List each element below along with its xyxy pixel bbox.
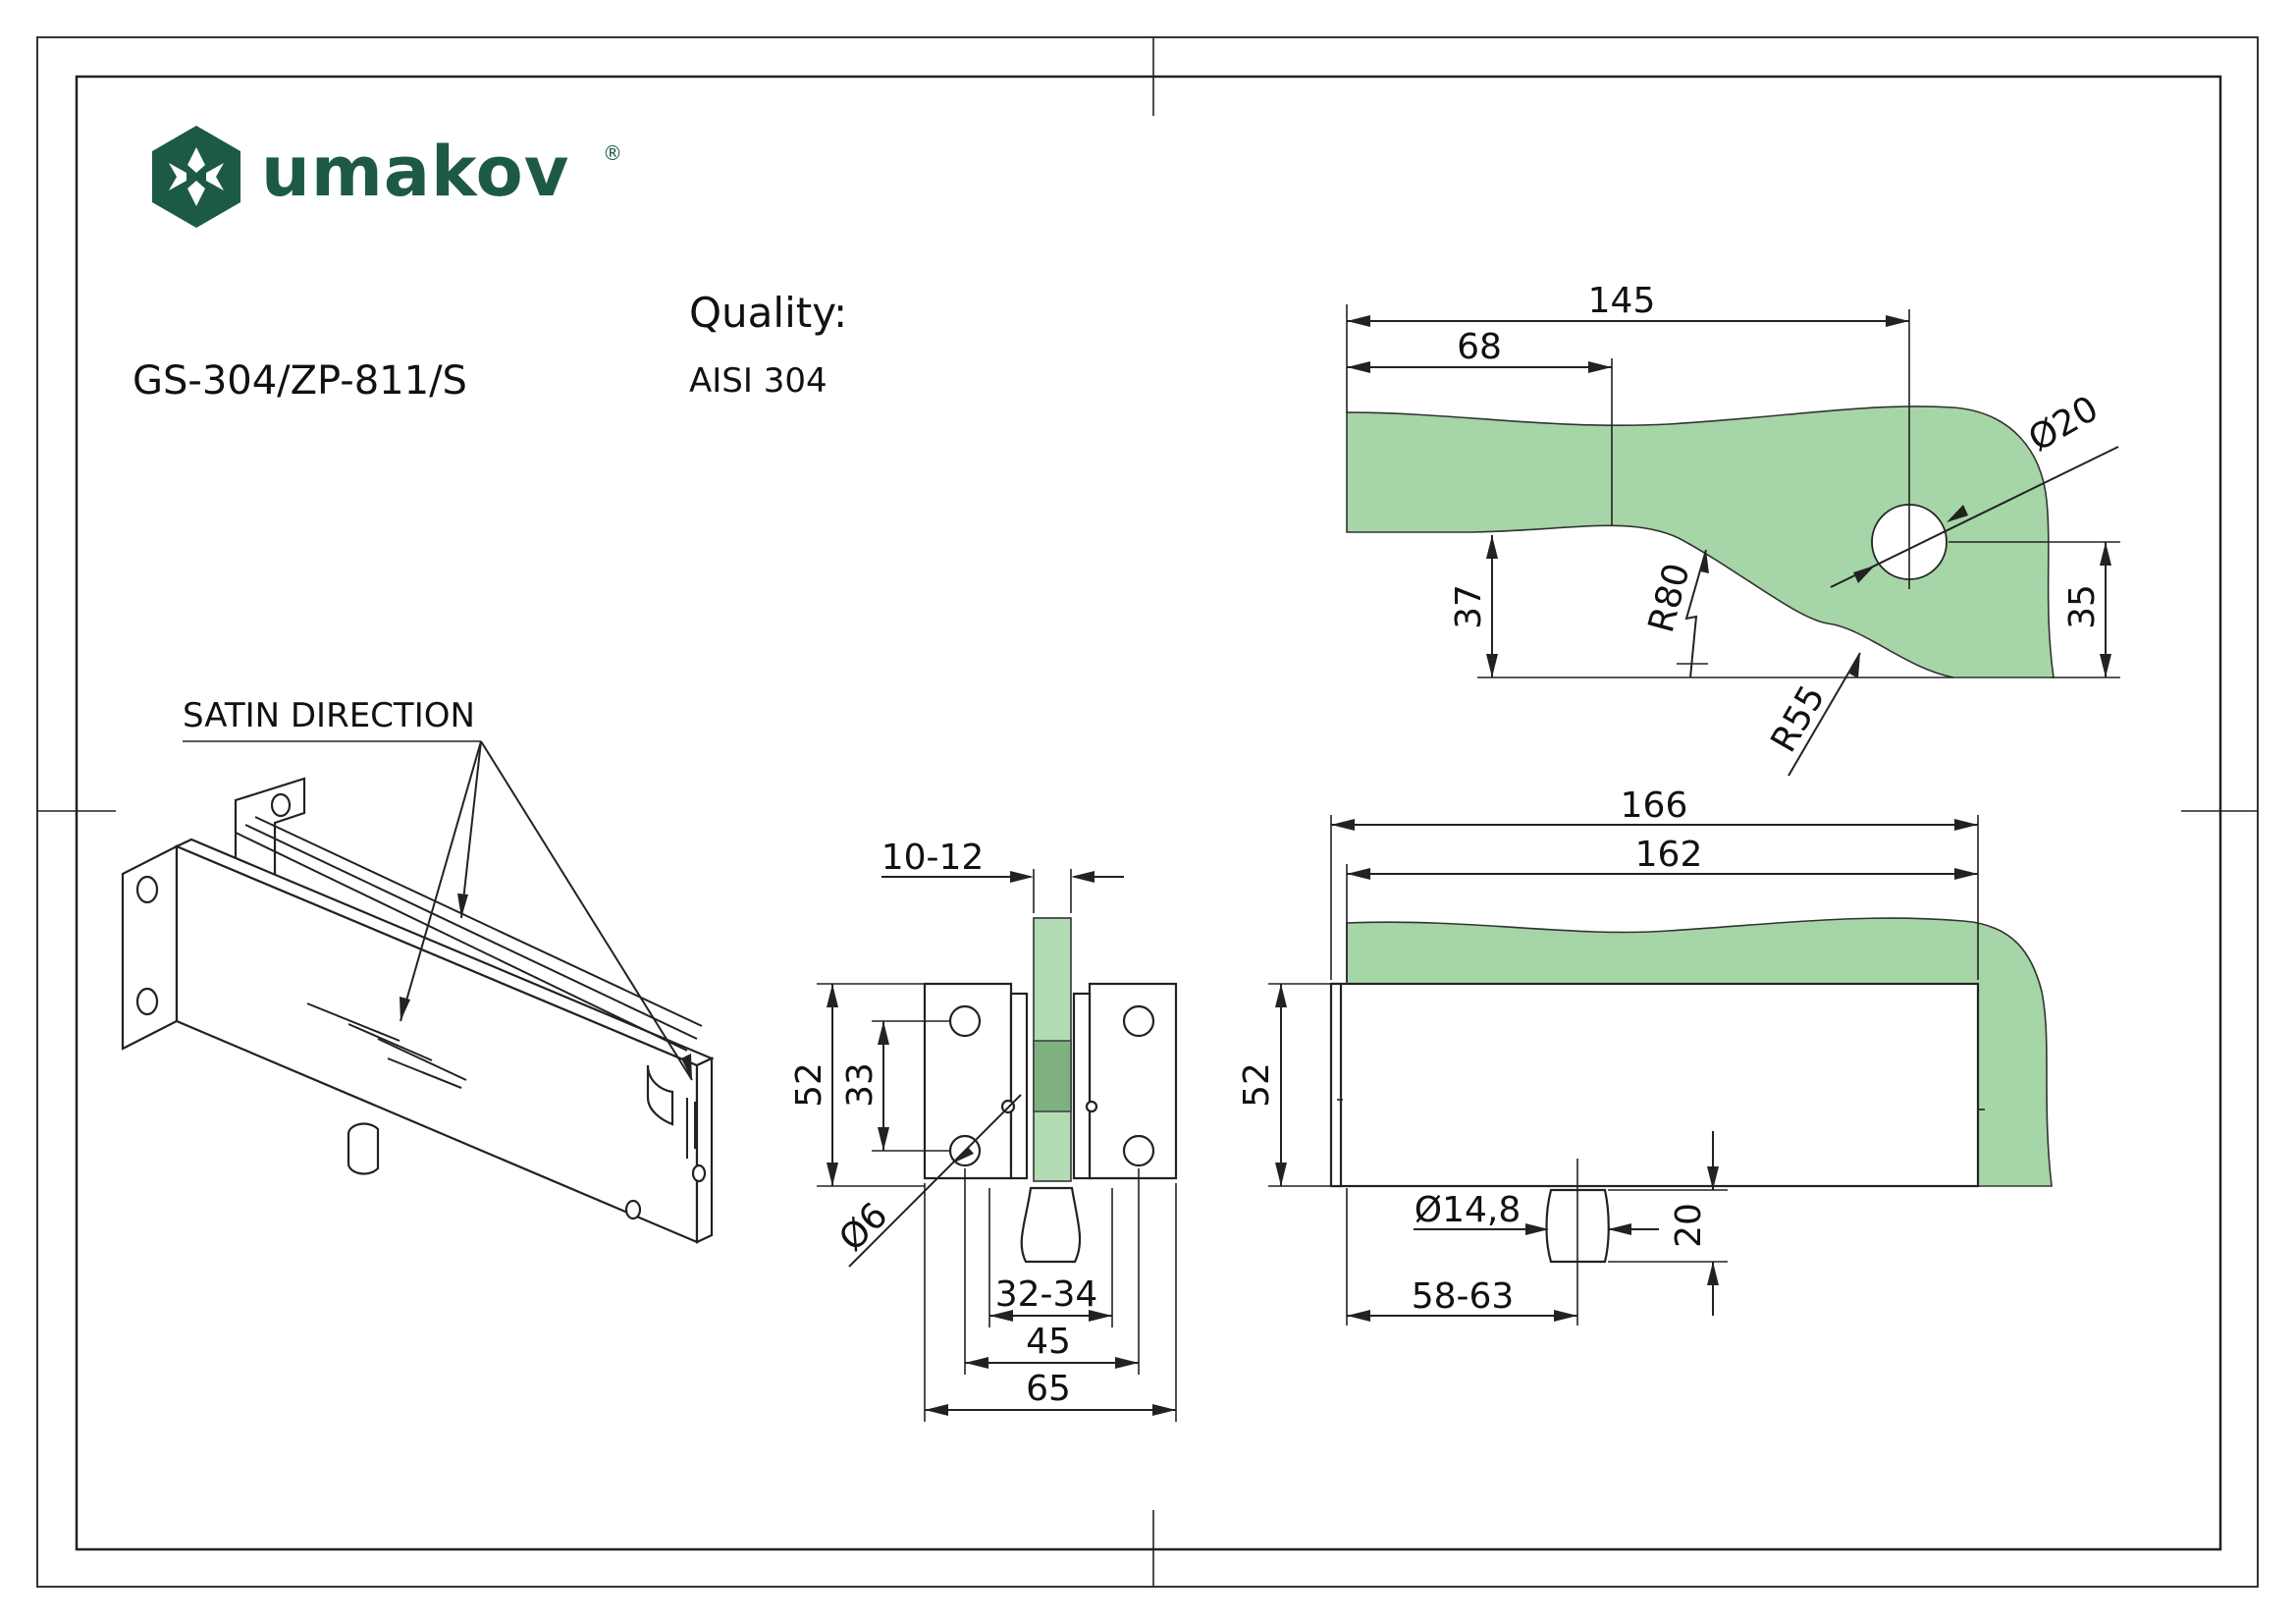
- product-code: GS-304/ZP-811/S: [133, 358, 467, 404]
- front-view: [1329, 917, 2053, 1264]
- umakov-logo-icon: [152, 126, 240, 228]
- dim-45: 45: [1026, 1322, 1071, 1362]
- quality-label: Quality:: [689, 289, 848, 337]
- dim-68: 68: [1457, 327, 1502, 367]
- brand-name: umakov: [261, 132, 570, 212]
- dim-dia14-8: Ø14,8: [1415, 1190, 1522, 1230]
- isometric-view: [121, 740, 715, 1244]
- dim-front-52: 52: [1237, 1062, 1277, 1108]
- inner-frame: [75, 75, 2222, 1551]
- dim-65: 65: [1026, 1369, 1071, 1409]
- dim-58-63: 58-63: [1412, 1276, 1515, 1317]
- dim-162: 162: [1635, 835, 1703, 875]
- dim-33: 33: [840, 1062, 881, 1108]
- dim-dia20: Ø20: [2022, 389, 2106, 460]
- dim-side-52: 52: [789, 1062, 829, 1108]
- dim-10-12: 10-12: [881, 838, 985, 878]
- top-view-glass: [1346, 406, 2055, 678]
- outer-frame: [36, 36, 2259, 1588]
- dim-r80: R80: [1641, 560, 1698, 637]
- dim-32-34: 32-34: [995, 1274, 1098, 1315]
- dim-145: 145: [1588, 281, 1656, 321]
- dim-37: 37: [1449, 584, 1489, 629]
- satin-direction-label: SATIN DIRECTION: [183, 696, 475, 735]
- top-view-dimensions: [1346, 304, 2120, 777]
- dim-20: 20: [1669, 1203, 1709, 1248]
- side-view: [923, 917, 1178, 1264]
- dim-166: 166: [1621, 785, 1688, 826]
- dim-dia6: Ø6: [831, 1195, 895, 1259]
- dim-35: 35: [2062, 584, 2103, 629]
- side-view-dimensions: [817, 869, 1177, 1422]
- front-view-dimensions: [1268, 815, 1979, 1326]
- quality-value: AISI 304: [689, 361, 828, 401]
- registered-mark: ®: [603, 141, 622, 165]
